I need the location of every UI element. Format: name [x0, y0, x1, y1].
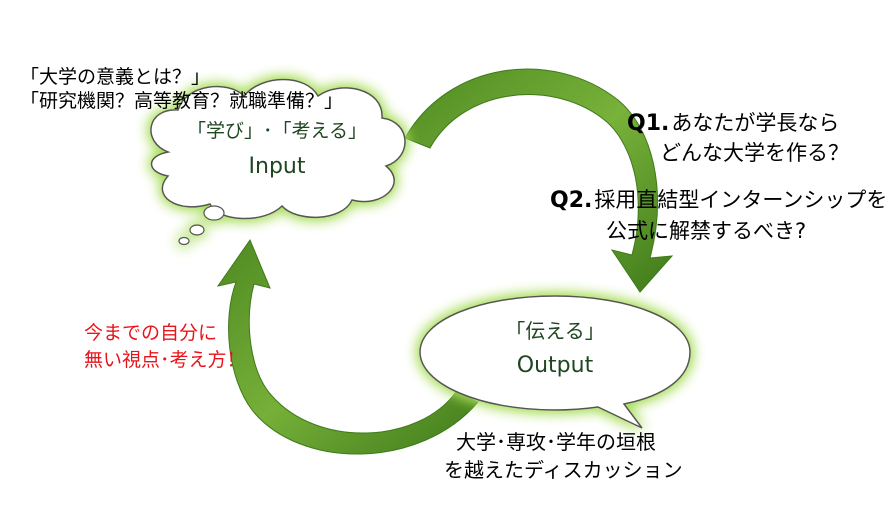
left-note-line1: 今までの自分に — [84, 322, 218, 344]
cycle-arrow-to-input — [216, 238, 479, 455]
input-bubble-title: 「学び」･「考える」 — [187, 120, 367, 142]
question-significance: 「大学の意義とは？」 — [20, 66, 211, 88]
q2-line1: Q2.採用直結型インターンシップを — [550, 184, 886, 214]
input-thought-bubble — [150, 78, 406, 246]
output-speech-bubble — [419, 295, 691, 429]
q1-text-line1: あなたが学長なら — [671, 111, 840, 135]
left-note-line2: 無い視点･考え方！ — [84, 349, 246, 371]
q1-line1: Q1.あなたが学長なら — [627, 107, 839, 137]
q1-number: Q1. — [627, 111, 670, 136]
output-bubble-subtitle: Output — [517, 353, 594, 378]
q2-number: Q2. — [550, 188, 593, 213]
question-university-role: 「研究機関？高等教育？就職準備？」 — [20, 90, 344, 112]
cycle-arrow-to-output — [404, 68, 674, 293]
bottom-note-line1: 大学･専攻･学年の垣根 — [456, 430, 656, 454]
q1-text-line2: どんな大学を作る？ — [660, 141, 849, 165]
output-bubble-title: 「伝える」 — [505, 319, 604, 343]
bottom-note-line2: を越えたディスカッション — [444, 458, 683, 482]
input-bubble-subtitle: Input — [249, 154, 306, 179]
q2-text-line2: 公式に解禁するべき? — [606, 219, 807, 243]
q2-text-line1: 採用直結型インターンシップを — [594, 188, 886, 212]
